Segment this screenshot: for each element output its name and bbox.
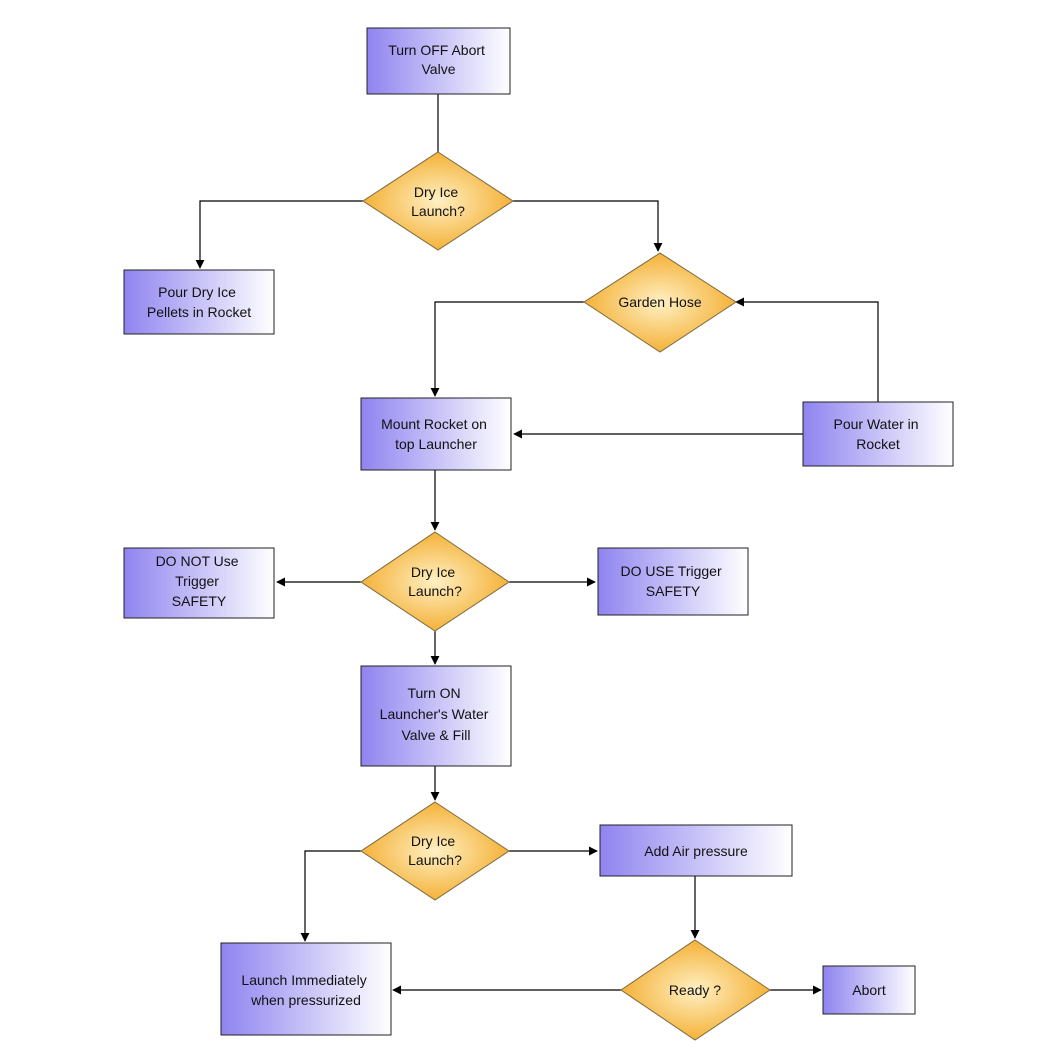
decision-dry-ice-launch-1: Dry Ice Launch? (362, 151, 514, 251)
node-label: Turn ON Launcher's Water Valve & Fill (380, 685, 493, 743)
node-add-air: Add Air pressure (599, 824, 793, 877)
node-label: Pour Dry Ice Pellets in Rocket (147, 284, 251, 320)
node-label: Dry Ice Launch? (408, 564, 462, 599)
decision-ready: Ready ? (620, 939, 771, 1041)
decision-garden-hose: Garden Hose (583, 252, 737, 353)
decision-dry-ice-launch-2: Dry Ice Launch? (360, 531, 510, 632)
node-label: DO NOT Use Trigger SAFETY (156, 553, 243, 609)
node-abort: Abort (822, 965, 916, 1015)
node-label: Turn OFF Abort Valve (388, 42, 489, 77)
node-do-use-safety: DO USE Trigger SAFETY (597, 547, 749, 616)
node-label: Add Air pressure (644, 843, 748, 859)
node-mount-rocket: Mount Rocket on top Launcher (360, 397, 512, 471)
decision-dry-ice-launch-3: Dry Ice Launch? (360, 801, 510, 901)
connector-dec3-to-launch (300, 850, 361, 942)
node-label: Pour Water in Rocket (834, 416, 923, 452)
connector-pour-water-to-garden-hose (735, 297, 879, 402)
node-label: Garden Hose (618, 294, 701, 310)
connector-dec1-to-garden-hose (513, 200, 663, 252)
node-launch-immediately: Launch Immediately when pressurized (220, 942, 392, 1036)
node-label: Launch Immediately when pressurized (241, 972, 370, 1008)
node-pour-dry-ice: Pour Dry Ice Pellets in Rocket (123, 269, 275, 335)
node-turn-off-abort: Turn OFF Abort Valve (366, 27, 511, 95)
node-pour-water: Pour Water in Rocket (802, 401, 954, 467)
node-label: Dry Ice Launch? (411, 184, 465, 219)
node-label: Ready ? (669, 982, 721, 998)
connector-dec1-to-pour-dry-ice (195, 200, 363, 269)
node-label: Mount Rocket on top Launcher (381, 416, 491, 452)
node-do-not-use-safety: DO NOT Use Trigger SAFETY (123, 547, 275, 619)
node-label: Abort (852, 982, 886, 998)
node-label: Dry Ice Launch? (408, 833, 462, 868)
connector-garden-hose-to-mount (430, 301, 584, 397)
node-label: DO USE Trigger SAFETY (620, 563, 725, 599)
connectors (195, 94, 879, 995)
node-turn-on-water: Turn ON Launcher's Water Valve & Fill (360, 665, 512, 767)
